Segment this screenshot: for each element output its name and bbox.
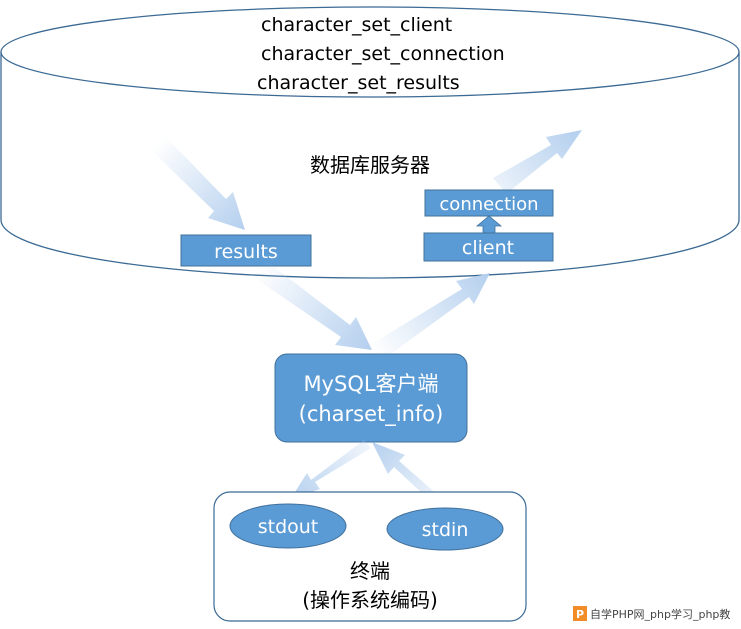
connection-box <box>424 189 554 217</box>
server-variable-connection: character_set_connection <box>261 43 505 65</box>
stdin-label: stdin <box>422 519 469 541</box>
client-box-label: client <box>462 237 514 259</box>
terminal-title: 终端 <box>350 559 390 583</box>
client-box <box>423 232 554 262</box>
arrow-connection-up-icon <box>493 130 582 194</box>
mysql-client-charset-info: (charset_info) <box>299 402 444 427</box>
mysql-client-box <box>274 353 468 443</box>
stdout-label: stdout <box>258 516 319 538</box>
connection-box-label: connection <box>439 194 538 215</box>
arrow-results-down-icon <box>149 132 245 230</box>
results-box <box>180 234 312 267</box>
svg-text:P: P <box>576 608 584 621</box>
mysql-client-title: MySQL客户端 <box>303 372 438 396</box>
server-variable-client: character_set_client <box>261 14 452 36</box>
server-variable-results: character_set_results <box>257 72 460 94</box>
arrow-results-to-client-icon <box>252 260 372 350</box>
arrow-client-to-stdout-icon <box>290 440 371 500</box>
server-title: 数据库服务器 <box>310 153 430 177</box>
arrow-client-to-server-icon <box>370 273 490 361</box>
terminal-os-encoding: (操作系统编码) <box>302 588 438 612</box>
stdin-ellipse <box>386 507 504 551</box>
database-server-cylinder <box>0 6 740 279</box>
watermark-text: 自学PHP网_php学习_php教 <box>590 607 730 621</box>
watermark-logo-icon <box>573 606 587 621</box>
results-box-label: results <box>214 241 278 263</box>
watermark: P 自学PHP网_php学习_php教 <box>573 606 730 621</box>
stdout-ellipse <box>229 503 347 549</box>
